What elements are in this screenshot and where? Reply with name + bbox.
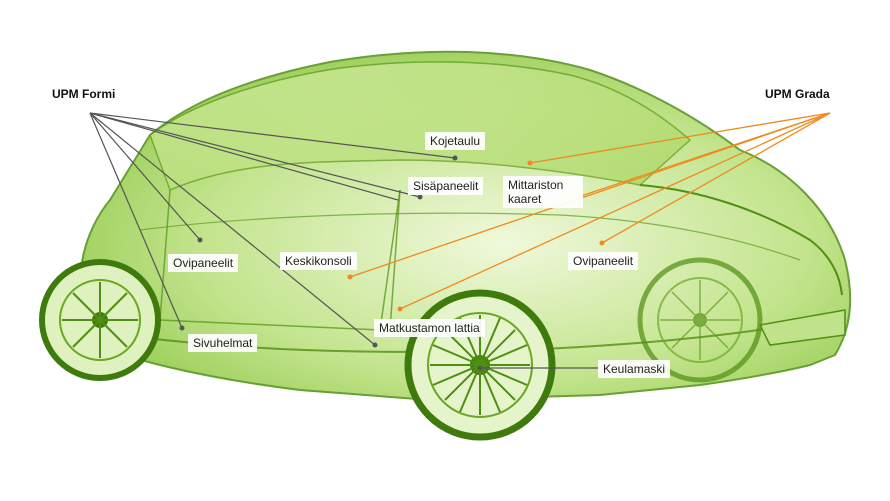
label-mittariston-line1: Mittariston	[508, 178, 564, 192]
label-mittariston-line2: kaaret	[508, 192, 542, 206]
label-sisapaneelit: Sisäpaneelit	[408, 177, 484, 195]
front-wheel	[404, 289, 556, 441]
label-sivuhelmat: Sivuhelmat	[188, 334, 258, 352]
car-hood	[639, 184, 843, 296]
headlight	[758, 309, 846, 346]
grada-endpoints	[347, 160, 605, 312]
door-line	[159, 189, 401, 331]
label-mittariston-kaaret: Mittariston kaaret	[503, 176, 583, 208]
legend-upm-formi: UPM Formi	[52, 87, 116, 101]
label-ovipaneelit-left: Ovipaneelit	[168, 254, 239, 272]
label-matkustamon-lattia: Matkustamon lattia	[374, 319, 485, 337]
label-kojetaulu: Kojetaulu	[425, 132, 486, 150]
legend-upm-grada: UPM Grada	[765, 87, 830, 101]
label-keulamaski: Keulamaski	[598, 360, 671, 378]
car-glass	[149, 61, 692, 192]
belt-line	[139, 212, 801, 261]
formi-endpoints	[179, 155, 483, 371]
label-keskikonsoli: Keskikonsoli	[280, 252, 357, 270]
far-front-wheel	[637, 257, 763, 383]
rear-wheel	[39, 259, 161, 381]
formi-leader-lines	[89, 112, 598, 369]
grada-leader-lines	[349, 112, 831, 310]
label-ovipaneelit-right: Ovipaneelit	[568, 252, 639, 270]
